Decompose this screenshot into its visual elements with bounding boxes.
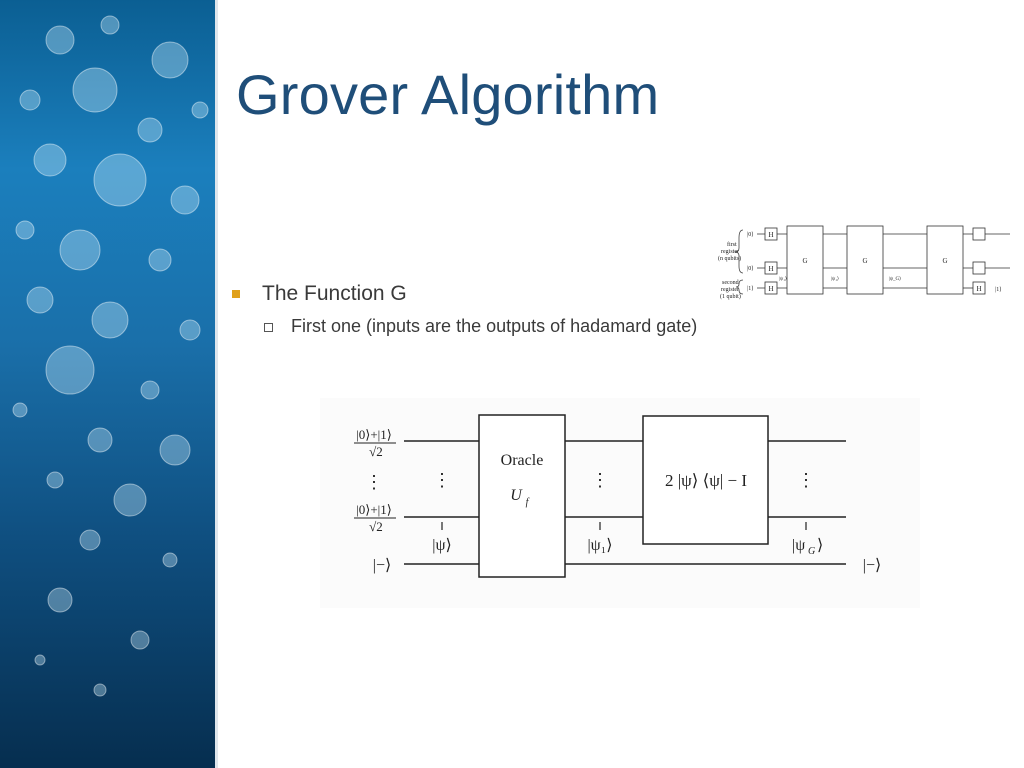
slide-title: Grover Algorithm — [236, 63, 660, 126]
psi-state-label: |ψ⟩ — [432, 537, 451, 554]
svg-text:(1 qubit): (1 qubit) — [720, 293, 741, 300]
oracle-operator-label: U — [510, 487, 523, 504]
sub-bullet-item: First one (inputs are the outputs of had… — [264, 316, 697, 337]
water-bubbles-image — [12, 15, 209, 697]
ancilla-output-label: |−⟩ — [863, 557, 881, 574]
input-top-numerator: |0⟩+|1⟩ — [356, 427, 392, 442]
svg-text:H: H — [768, 285, 773, 293]
sub-bullet-text: First one (inputs are the outputs of had… — [291, 316, 698, 336]
second-register-label: second — [722, 280, 739, 286]
bullet-item: The Function G — [232, 282, 407, 306]
svg-text:|ψ₁⟩: |ψ₁⟩ — [831, 276, 839, 282]
bullet-text: The Function G — [262, 282, 407, 305]
svg-text:|0⟩: |0⟩ — [747, 231, 754, 238]
svg-text:⋮: ⋮ — [433, 470, 451, 490]
svg-text:⋮: ⋮ — [797, 470, 815, 490]
first-register-label: first — [727, 241, 737, 248]
input-bottom-numerator: |0⟩+|1⟩ — [356, 502, 392, 517]
input-top-denominator: √2 — [369, 444, 383, 459]
svg-text:register: register — [721, 287, 739, 293]
svg-text:(n qubits): (n qubits) — [718, 255, 741, 262]
square-bullet-icon — [232, 290, 240, 298]
diffusion-box — [642, 415, 769, 545]
svg-text:|1⟩: |1⟩ — [747, 285, 754, 292]
side-panel-edge — [215, 0, 218, 768]
svg-text:|ψ₁⟩: |ψ₁⟩ — [779, 276, 787, 282]
hollow-square-bullet-icon — [264, 323, 273, 332]
oracle-label: Oracle — [501, 452, 544, 469]
psi1-state-label: |ψ₁⟩ — [587, 537, 612, 554]
oracle-box — [478, 414, 566, 578]
svg-text:⋮: ⋮ — [591, 470, 609, 490]
vdots-input: ⋮ — [365, 472, 383, 492]
psiG-state-label: |ψ — [792, 537, 805, 554]
svg-text:H: H — [768, 265, 773, 273]
hadamard-gate-label: H — [768, 231, 773, 239]
svg-text:G: G — [942, 257, 947, 265]
svg-text:H: H — [976, 285, 981, 293]
psiG-state-close: ⟩ — [817, 537, 823, 554]
diffusion-operator-label: 2 |ψ⟩ ⟨ψ| − I — [665, 471, 747, 490]
svg-text:|0⟩: |0⟩ — [747, 265, 754, 272]
mini-output-label: |1⟩ — [995, 286, 1002, 293]
ancilla-input-label: |−⟩ — [373, 557, 391, 574]
decorative-water-panel — [0, 0, 215, 768]
svg-text:G: G — [862, 257, 867, 265]
svg-text:register: register — [721, 249, 739, 255]
grover-g-circuit: |0⟩+|1⟩ √2 |0⟩+|1⟩ √2 |−⟩ ⋮ ⋮ ⋮ ⋮ Oracle… — [320, 398, 920, 608]
svg-text:|ψ_G⟩: |ψ_G⟩ — [889, 276, 901, 282]
input-bottom-denominator: √2 — [369, 519, 383, 534]
grover-overview-circuit: first register (n qubits) second registe… — [718, 225, 1010, 300]
oracle-operator-index: f — [526, 497, 530, 508]
psiG-state-index: G — [808, 546, 815, 557]
g-gate-label: G — [802, 257, 807, 265]
